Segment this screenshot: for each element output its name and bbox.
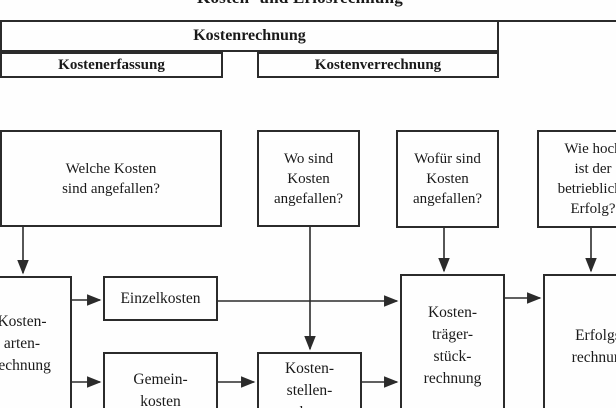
question-box-wo-sind: Wo sind Kosten angefallen? — [257, 130, 360, 227]
box-kostenverrechnung: Kostenverrechnung — [257, 52, 499, 78]
box-einzelkosten: Einzelkosten — [103, 276, 218, 321]
box-kostenerfassung-label: Kostenerfassung — [58, 56, 165, 73]
question-box-welche-kosten: Welche Kosten sind angefallen? — [0, 130, 222, 227]
box-einzelkosten-label: Einzelkosten — [120, 289, 201, 307]
question-box-wie-hoch: Wie hoch ist der betriebliche Erfolg? — [537, 130, 616, 228]
question-box-wofuer-sind: Wofür sind Kosten angefallen? — [396, 130, 499, 228]
question-wo-label: Wo sind Kosten angefallen? — [273, 150, 344, 207]
diagram-title: Kosten- und Erlösrechnung — [0, 0, 608, 8]
box-kostenerfassung: Kostenerfassung — [0, 52, 223, 78]
box-kostenartenrechnung: Kosten- arten- rechnung — [0, 276, 72, 408]
box-kostentraegerstueckrechnung-label: Kosten- träger- stück- rechnung — [423, 304, 482, 387]
box-gemeinkosten-label: Gemein- kosten — [133, 371, 188, 408]
question-welche-label: Welche Kosten sind angefallen? — [62, 160, 160, 197]
question-wofuer-label: Wofür sind Kosten angefallen? — [412, 151, 483, 207]
box-kostenverrechnung-label: Kostenverrechnung — [314, 56, 442, 73]
box-kostenstellenrechnung-label: Kosten- stellen- rechnung — [281, 360, 339, 408]
box-kostenrechnung: Kostenrechnung — [0, 20, 499, 52]
question-wiehoch-label: Wie hoch ist der betriebliche Erfolg? — [557, 141, 616, 217]
box-kostenstellenrechnung: Kosten- stellen- rechnung — [257, 352, 362, 408]
box-kostenrechnung-label: Kostenrechnung — [193, 27, 306, 44]
box-kostentraegerstueckrechnung: Kosten- träger- stück- rechnung — [400, 274, 505, 408]
box-erfolgsrechnung-label: Erfolgs- rechnung — [571, 327, 616, 366]
box-erfolgsrechnung: Erfolgs- rechnung — [543, 274, 616, 408]
box-gemeinkosten: Gemein- kosten — [103, 352, 218, 408]
box-kostenartenrechnung-label: Kosten- arten- rechnung — [0, 313, 51, 374]
